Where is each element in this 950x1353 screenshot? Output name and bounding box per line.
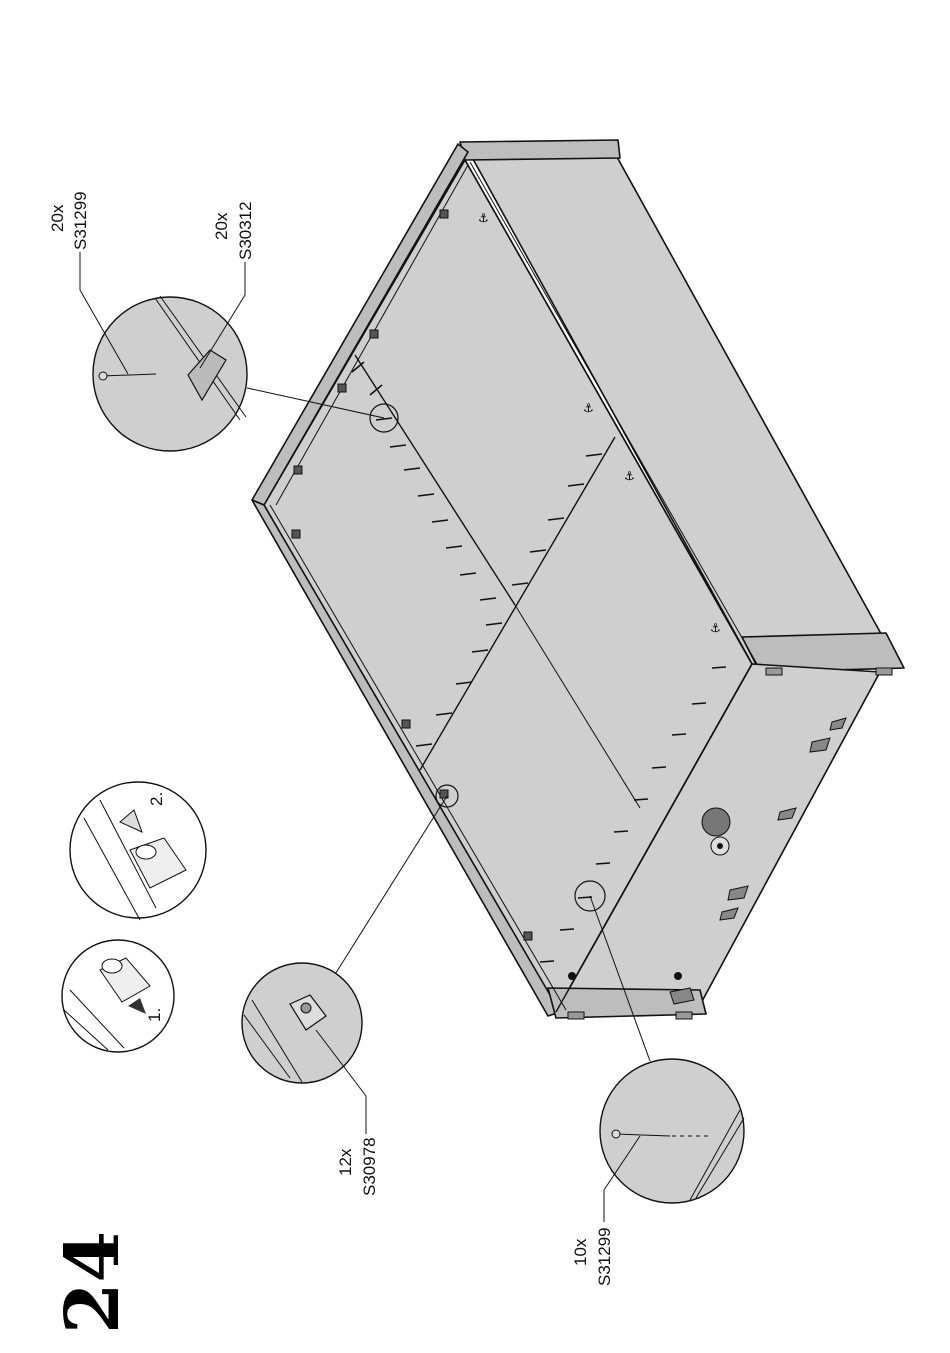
callout-connector-count: 12x [336, 1148, 355, 1176]
step-number: 24 [50, 1231, 136, 1334]
inset-step-1-label: 1. [145, 1008, 164, 1022]
drawer-unit-assembly: ⚓ ⚓ ⚓ ⚓ [252, 140, 904, 1019]
callout-nail-bottom-count: 10x [571, 1238, 590, 1266]
svg-text:⚓: ⚓ [710, 621, 721, 635]
svg-text:⚓: ⚓ [624, 469, 635, 483]
svg-text:⚓: ⚓ [478, 211, 489, 225]
inset-step-2 [70, 782, 206, 920]
detail-inset-connector [242, 796, 447, 1134]
callout-connector-part: S30978 [360, 1137, 379, 1196]
inset-step-1 [62, 940, 174, 1052]
callout-nail-top-count: 20x [48, 204, 67, 232]
callout-nail-top-part: S31299 [71, 191, 90, 250]
svg-text:⚓: ⚓ [583, 401, 594, 415]
inset-step-2-label: 2. [147, 792, 166, 806]
callout-plate-part: S30312 [236, 201, 255, 260]
callout-plate-count: 20x [212, 212, 231, 240]
callout-nail-bottom-part: S31299 [595, 1227, 614, 1286]
end-cap-top [460, 140, 620, 160]
